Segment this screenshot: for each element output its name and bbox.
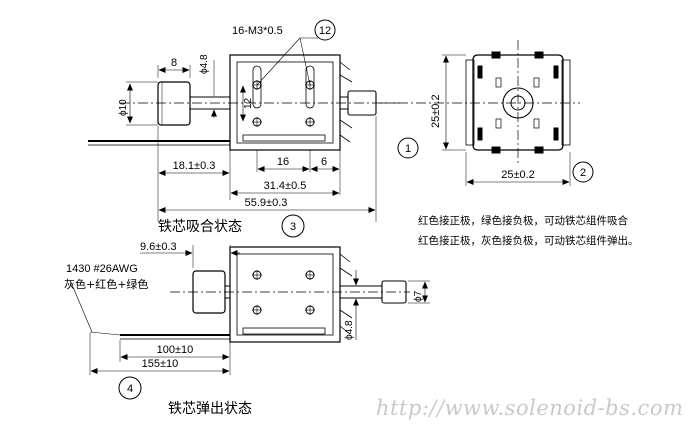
top-view	[88, 37, 400, 222]
callout-3-circle	[281, 214, 305, 238]
wire-spec: 1430 #26AWG	[66, 263, 138, 275]
state-release-label: 铁芯弹出状态	[168, 401, 252, 417]
callout-1-circle	[397, 137, 419, 159]
watermark-url: http://www.solenoid-bs.com	[376, 396, 684, 420]
dim-12: 12	[243, 97, 254, 109]
dim-6: 6	[321, 156, 327, 168]
dim-31-4: 31.4±0.5	[264, 180, 307, 192]
dim-55-9: 55.9±0.3	[245, 197, 288, 209]
dim-18-1: 18.1±0.3	[173, 160, 216, 172]
callouts	[118, 19, 594, 400]
dim-100: 100±10	[157, 344, 194, 356]
dim-25-horizontal: 25±0.2	[501, 169, 535, 181]
callout-12-label: 12	[319, 25, 331, 37]
callout-2-label: 2	[580, 167, 586, 179]
dim-phi10: ϕ10	[118, 99, 129, 116]
callout-4-circle	[118, 376, 142, 400]
dim-phi48-top: ϕ4.8	[199, 54, 210, 74]
callout-3-label: 3	[290, 221, 296, 233]
end-view	[380, 40, 580, 186]
dim-9-6: 9.6±0.3	[140, 241, 177, 253]
callout-4-label: 4	[127, 383, 133, 395]
dim-16: 16	[277, 156, 289, 168]
thread-spec: 16-M3*0.5	[232, 25, 283, 37]
callout-1-label: 1	[405, 143, 411, 155]
state-attract-label: 铁芯吸合状态	[158, 219, 242, 235]
dim-phi7: ϕ7	[413, 290, 424, 302]
callout-2-circle	[572, 161, 594, 183]
bottom-view	[69, 245, 430, 375]
callout-12-circle	[314, 19, 336, 41]
dim-155: 155±10	[142, 358, 179, 370]
wiring-note-attract: 红色接正极，绿色接负极，可动铁芯组件吸合	[418, 215, 628, 227]
wire-colors: 灰色+红色+绿色	[64, 277, 148, 291]
labels: 16-M3*0.5 12 1 2 3 4 8 ϕ4.8 ϕ10 12 16 6 …	[64, 25, 586, 417]
dim-8: 8	[171, 57, 177, 69]
dim-25-vertical: 25±0.2	[430, 94, 442, 128]
dim-phi48-bottom: ϕ4.8	[344, 320, 355, 340]
wiring-note-release: 红色接正极，灰色接负极，可动铁芯组件弹出。	[418, 235, 639, 247]
